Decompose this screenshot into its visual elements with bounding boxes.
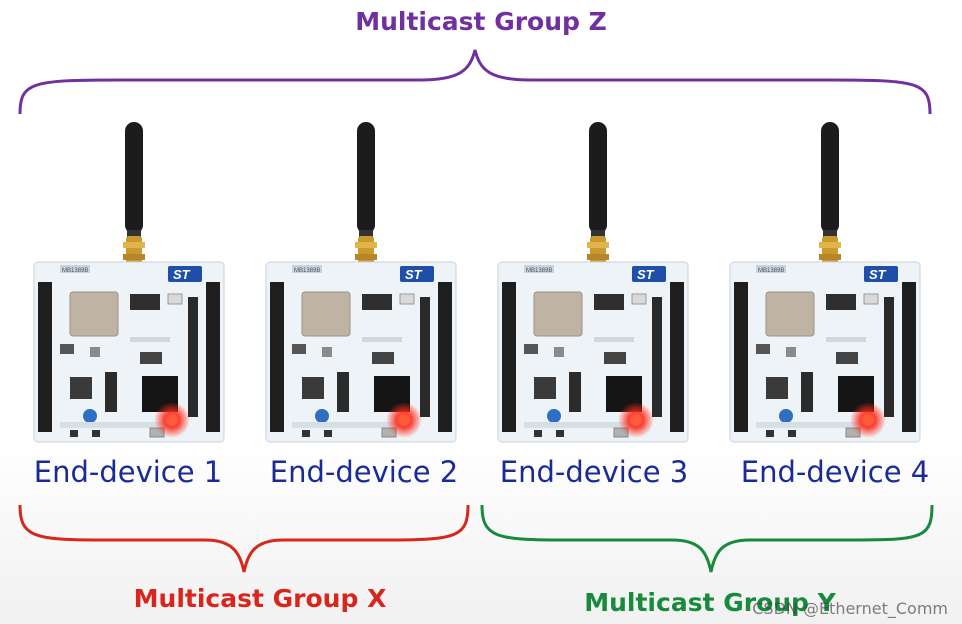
pin-header-right-inner: [188, 297, 198, 417]
st-logo-icon: ST: [168, 266, 202, 282]
board-model-text: MB1389B: [758, 268, 784, 274]
antenna-icon: [819, 122, 841, 286]
watermark: CSDN @Ethernet_Comm: [752, 599, 948, 618]
pin-header-left: [38, 282, 52, 432]
svg-text:ST: ST: [869, 267, 887, 282]
brace-group-y: [480, 504, 934, 573]
lora-board-1: MB1389B ST: [33, 122, 225, 443]
pin-header-right-inner: [420, 297, 430, 417]
board-model-text: MB1389B: [526, 268, 552, 274]
antenna-icon: [355, 122, 377, 286]
group-x-title: Multicast Group X: [133, 584, 387, 613]
pin-header-right-outer: [670, 282, 684, 432]
lora-board-4: MB1389B ST: [729, 122, 921, 443]
svg-text:ST: ST: [637, 267, 655, 282]
device-label-4: End-device 4: [740, 455, 930, 489]
st-logo-icon: ST: [864, 266, 898, 282]
pin-header-left: [502, 282, 516, 432]
pin-header-left: [270, 282, 284, 432]
lora-board-3: MB1389B ST: [497, 122, 689, 443]
pin-header-left: [734, 282, 748, 432]
svg-text:ST: ST: [405, 267, 423, 282]
pin-header-right-outer: [902, 282, 916, 432]
rf-module: [301, 291, 351, 337]
antenna-icon: [123, 122, 145, 286]
device-label-1: End-device 1: [33, 455, 223, 489]
device-label-3: End-device 3: [499, 455, 689, 489]
antenna-icon: [587, 122, 609, 286]
rf-module: [533, 291, 583, 337]
group-z-title: Multicast Group Z: [355, 7, 607, 36]
group-y-title: Multicast Group Y: [584, 588, 836, 617]
board-model-text: MB1389B: [294, 268, 320, 274]
board-model-text: MB1389B: [62, 268, 88, 274]
st-logo-icon: ST: [400, 266, 434, 282]
pin-header-right-inner: [884, 297, 894, 417]
svg-text:ST: ST: [173, 267, 191, 282]
pin-header-right-inner: [652, 297, 662, 417]
brace-group-z: [18, 49, 932, 115]
device-label-2: End-device 2: [269, 455, 459, 489]
rf-module: [69, 291, 119, 337]
lora-board-2: MB1389B ST: [265, 122, 457, 443]
st-logo-icon: ST: [632, 266, 666, 282]
pin-header-right-outer: [206, 282, 220, 432]
brace-group-x: [18, 504, 470, 573]
pin-header-right-outer: [438, 282, 452, 432]
rf-module: [765, 291, 815, 337]
